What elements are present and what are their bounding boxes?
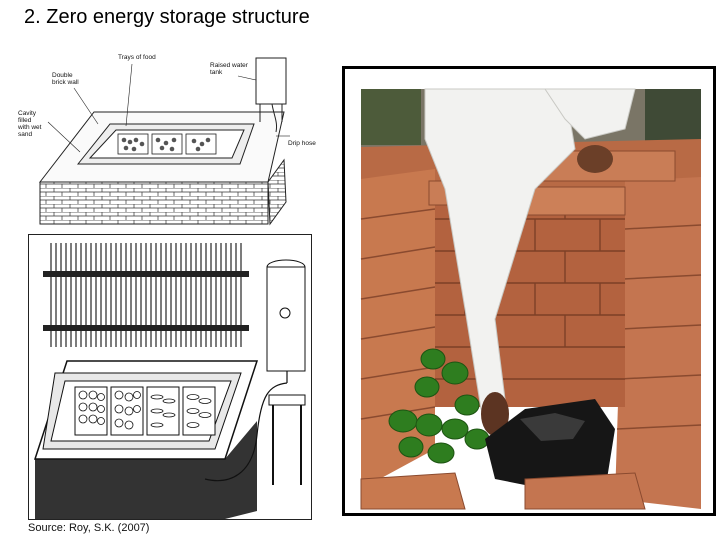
brick-chamber-drawing [38, 57, 290, 226]
label-trays-of-food: Trays of food [118, 54, 156, 61]
covered-chamber-sketch [28, 234, 312, 520]
covered-chamber-drawing [33, 243, 306, 519]
label-raised-water-tank: Raised water tank [210, 62, 248, 76]
brick-pit-photo [345, 69, 713, 513]
photo-frame [342, 66, 716, 516]
slide-title: 2. Zero energy storage structure [24, 6, 310, 28]
brick-chamber-sketch: Trays of food Double brick wall Raised w… [18, 52, 328, 228]
label-drip-hose: Drip hose [288, 140, 316, 147]
label-double-brick-wall: Double brick wall [52, 72, 79, 86]
source-citation: Source: Roy, S.K. (2007) [28, 522, 150, 534]
label-cavity-wet-sand: Cavity filled with wet sand [18, 110, 42, 138]
